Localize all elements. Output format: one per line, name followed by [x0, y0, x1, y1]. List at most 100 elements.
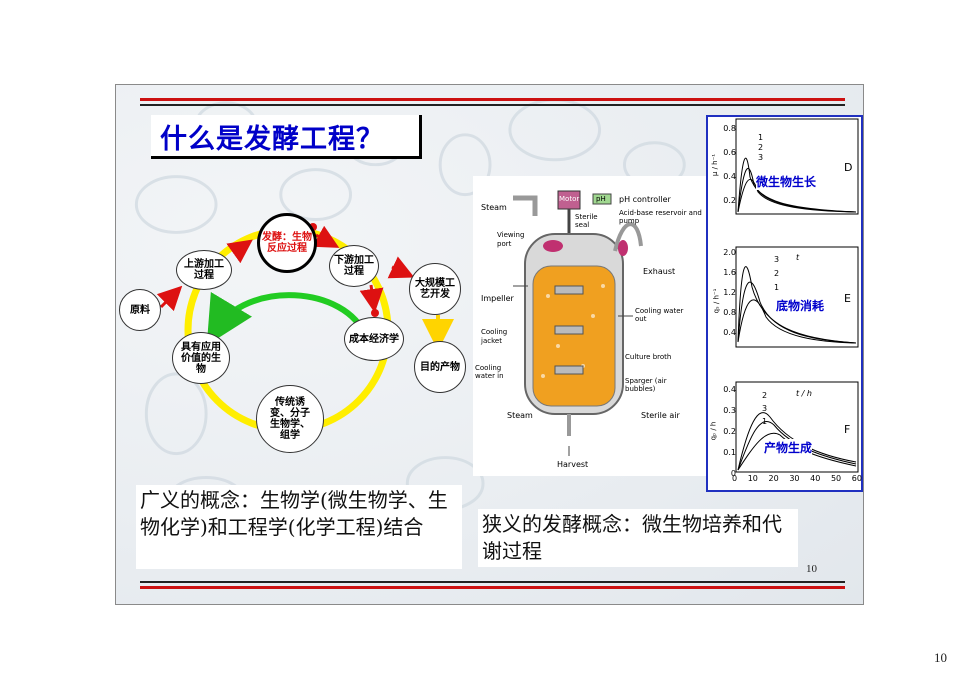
graph-e-ylabel: qₛ / h⁻¹	[712, 288, 721, 314]
ytick: 0.4	[723, 172, 736, 181]
bottom-rule-red	[140, 586, 845, 589]
label-culture-broth: Culture broth	[625, 353, 672, 361]
slide-number: 10	[806, 563, 817, 575]
graph-e-label: 底物消耗	[776, 297, 825, 314]
xtick: 10	[747, 474, 758, 483]
arrow-downstream-to-economics	[359, 284, 384, 313]
ytick: 1.2	[723, 288, 736, 297]
label-exhaust: Exhaust	[643, 267, 676, 276]
graph-f-xticks: 0 10 20 30 40 50 60	[732, 474, 862, 483]
ytick: 0.1	[723, 448, 736, 457]
ytick: 1.6	[723, 268, 736, 277]
node-traditional-methods: 传统诱变、分子生物学、组学	[256, 385, 324, 453]
label-ph-controller: pH controller	[619, 195, 671, 204]
fermenter-diagram: Motor Steam pH pH controller Sterile sea…	[473, 176, 713, 476]
label-cooling-water-in: Cooling water in	[475, 364, 504, 380]
xtick: 20	[768, 474, 779, 483]
arrow-center-to-downstream	[312, 225, 340, 248]
ytick: 0.4	[723, 385, 736, 394]
label-sterile-air: Sterile air	[641, 411, 680, 420]
label-ph: pH	[596, 195, 606, 203]
label-steam-top: Steam	[481, 203, 507, 212]
fermenter-drawing	[513, 190, 643, 456]
node-valuable-organism: 具有应用价值的生物	[172, 332, 230, 384]
arrow-raw-to-upstream	[156, 285, 183, 312]
graph-d-ylabel: μ / h⁻¹	[711, 153, 720, 177]
curve-label: 3	[762, 404, 768, 413]
node-downstream: 下游加工过程	[329, 245, 379, 287]
title-box: 什么是发酵工程？	[151, 115, 422, 159]
bottom-rule-black	[140, 581, 845, 583]
curve-label: 3	[758, 153, 764, 162]
ytick: 0	[730, 469, 736, 478]
narrow-concept-text: 狭义的发酵概念：微生物培养和代谢过程	[478, 509, 798, 567]
label-cooling-water-out: Cooling water out	[635, 307, 684, 323]
curve-label: 1	[774, 283, 780, 292]
graph-e-yticks: 2.0 1.6 1.2 0.8 0.4	[716, 243, 736, 343]
node-raw-material: 原料	[119, 289, 161, 331]
xtick: 40	[810, 474, 821, 483]
ytick: 0.3	[723, 406, 736, 415]
curve-label: 1	[762, 417, 768, 426]
graph-d-yticks: 0.8 0.6 0.4 0.2	[718, 117, 736, 213]
graph-f-yticks: 0.4 0.3 0.2 0.1 0	[716, 379, 736, 484]
top-rule-red	[140, 98, 845, 101]
xtick: 30	[789, 474, 800, 483]
label-steam-bottom: Steam	[507, 411, 533, 420]
curve-label: 1	[758, 133, 764, 142]
graph-f-letter: F	[844, 423, 851, 436]
graph-e-letter: E	[844, 292, 851, 305]
node-traditional-methods-label: 传统诱变、分子生物学、组学	[270, 397, 310, 441]
node-raw-material-label: 原料	[130, 304, 150, 316]
graph-f-label: 产物生成	[764, 439, 813, 456]
top-rule-black	[140, 104, 845, 106]
label-sterile-seal: Sterile seal	[575, 213, 598, 229]
label-sparger: Sparger (air bubbles)	[625, 377, 667, 393]
node-economics-label: 成本经济学	[349, 333, 399, 345]
xtick: 60	[851, 474, 862, 483]
node-upstream-label: 上游加工过程	[184, 259, 224, 281]
ytick: 0.6	[723, 148, 736, 157]
graph-d-label: 微生物生长	[756, 173, 817, 190]
arrow-downstream-to-large-scale	[387, 256, 415, 279]
broad-concept-text: 广义的概念：生物学(微生物学、生物化学)和工程学(化学工程)结合	[136, 485, 462, 569]
kinetics-graphs: 微生物生长 D 底物消耗 E 产物生成 F t / h t 0.8 0.6 0.…	[706, 115, 863, 492]
ytick: 0.8	[723, 308, 736, 317]
ytick: 0.2	[723, 427, 736, 436]
node-fermentation-process: 发酵：生物反应过程	[257, 213, 317, 273]
node-valuable-organism-label: 具有应用价值的生物	[181, 341, 221, 375]
xtick: 50	[830, 474, 842, 483]
node-downstream-label: 下游加工过程	[334, 255, 374, 277]
graph-f-ylabel: qₚ / h	[709, 421, 718, 441]
label-cooling-jacket: Cooling jacket	[481, 328, 508, 345]
graph-f-xlabel: t / h	[796, 389, 812, 398]
label-motor: Motor	[559, 195, 580, 203]
slide-title: 什么是发酵工程？	[160, 124, 384, 155]
graph-e-marker: t	[796, 253, 800, 262]
node-upstream: 上游加工过程	[176, 250, 232, 290]
ytick: 2.0	[723, 248, 736, 257]
node-fermentation-label: 发酵：生物反应过程	[262, 232, 312, 254]
node-target-product-label: 目的产物	[420, 361, 460, 373]
graph-e-curve-labels: 3 2 1	[774, 253, 779, 295]
curve-label: 2	[762, 391, 768, 400]
slide: 什么是发酵工程？ 发酵：生物反应过程 上游加工过程	[115, 84, 864, 605]
label-viewing-port: Viewing port	[497, 231, 525, 248]
graph-d-curve-labels: 1 2 3	[758, 133, 763, 163]
arrow-upstream-to-center	[226, 239, 253, 264]
ytick: 0.2	[723, 196, 736, 205]
inner-green-arc	[206, 291, 369, 346]
node-target-product: 目的产物	[414, 341, 466, 393]
node-large-scale-label: 大规模工艺开发	[415, 278, 455, 300]
ytick: 0.4	[723, 328, 736, 337]
ytick: 0.8	[723, 124, 736, 133]
curve-label: 3	[774, 255, 780, 264]
curve-label: 2	[774, 269, 780, 278]
page-number: 10	[934, 650, 947, 665]
label-acid-base: Acid-base reservoir and pump	[619, 209, 702, 225]
node-economics: 成本经济学	[344, 317, 404, 361]
graph-f-curve-labels: 2 3 1	[762, 389, 767, 428]
red-dot-economics	[371, 309, 379, 317]
label-harvest: Harvest	[557, 460, 589, 469]
curve-label: 2	[758, 143, 764, 152]
